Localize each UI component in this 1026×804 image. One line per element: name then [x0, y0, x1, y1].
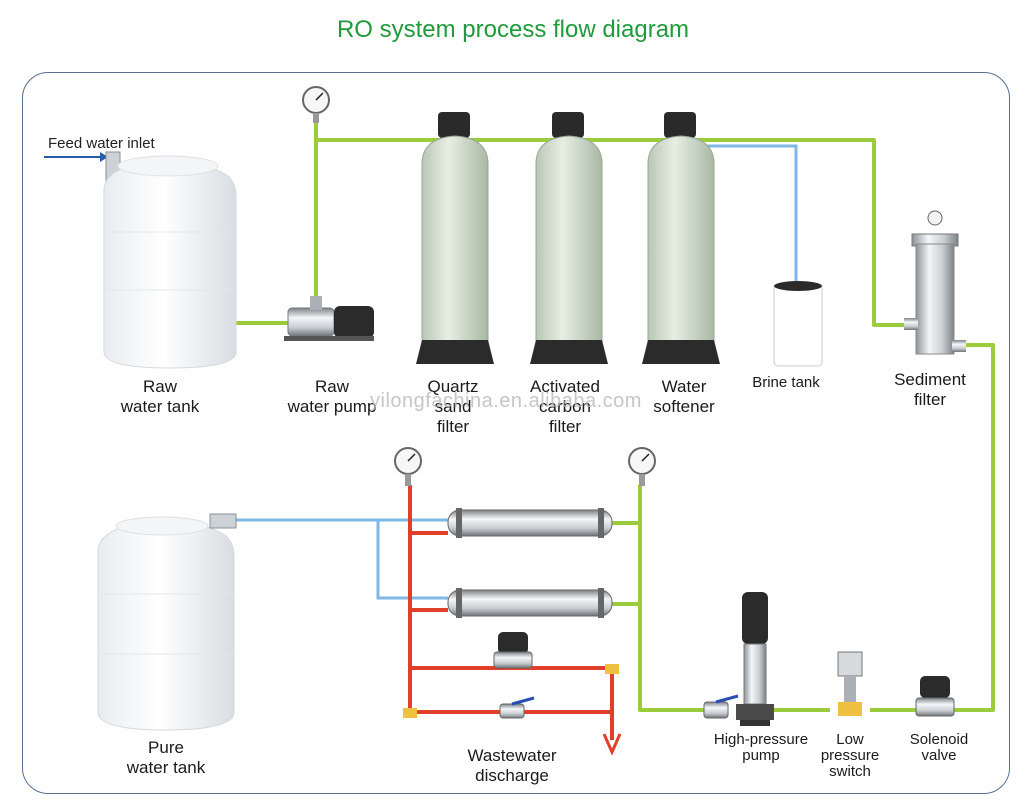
solenoid-valve	[915, 676, 955, 717]
control-valve-icon	[552, 112, 584, 138]
ro-membrane-housing-lower	[447, 588, 613, 618]
waste-solenoid-valve	[493, 632, 533, 669]
sediment-filter	[904, 210, 966, 355]
feed-water-piping	[236, 120, 995, 712]
diagram-title: RO system process flow diagram	[336, 16, 690, 43]
feed-ball-valve	[703, 694, 739, 719]
control-valve-icon	[664, 112, 696, 138]
pipe-elbow	[403, 708, 417, 718]
brine-tank-label: Brine tank	[752, 374, 820, 391]
ro-membrane-housing-upper	[447, 508, 613, 538]
pipe-elbow	[605, 664, 619, 674]
brine-line	[700, 144, 798, 283]
arrow-down-icon	[602, 733, 622, 756]
activated-carbon-filter-vessel	[530, 112, 608, 364]
diagram-frame	[22, 72, 1010, 794]
raw-water-tank	[103, 155, 237, 369]
low-pressure-switch	[837, 651, 863, 716]
waste-ball-valve	[499, 696, 535, 719]
pressure-gauge-icon	[628, 447, 656, 486]
pressure-gauge-icon	[394, 447, 422, 486]
pressure-gauge-icon	[302, 86, 330, 123]
high-pressure-pump	[736, 592, 774, 726]
brine-tank	[773, 281, 823, 367]
watermark: yilongfachina.en.alibaba.com	[370, 390, 642, 412]
water-softener-vessel	[642, 112, 720, 364]
feed-water-inlet-label: Feed water inlet	[48, 135, 155, 152]
quartz-sand-filter-vessel	[416, 112, 494, 364]
control-valve-icon	[438, 112, 470, 138]
pure-water-tank	[97, 513, 237, 731]
raw-water-pump	[284, 296, 374, 341]
permeate-piping	[236, 518, 448, 600]
